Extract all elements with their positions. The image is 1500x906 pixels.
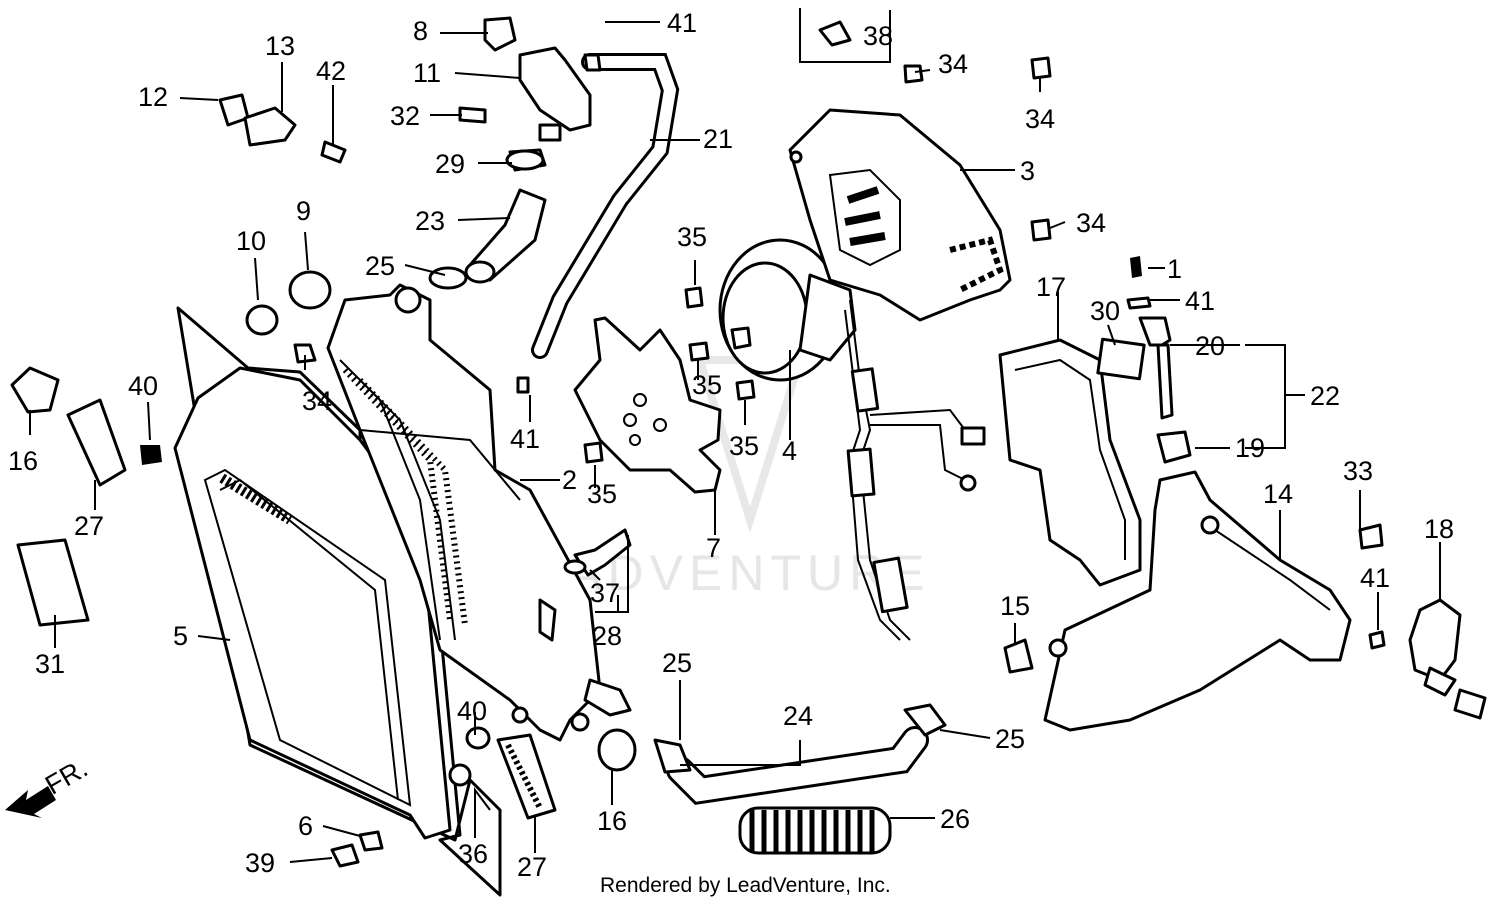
callout-1: 1 xyxy=(1167,254,1182,284)
callout-16-bottom: 16 xyxy=(597,806,627,836)
callout-31: 31 xyxy=(35,649,65,679)
fan-shroud xyxy=(788,108,1012,322)
callout-30: 30 xyxy=(1090,296,1120,326)
callout-42: 42 xyxy=(316,56,346,86)
fan-motor xyxy=(718,238,986,641)
callout-25-middle: 25 xyxy=(662,648,692,678)
callout-34-radiator: 34 xyxy=(302,386,332,416)
front-direction-arrow: FR. xyxy=(5,753,93,818)
reserve-tank xyxy=(1043,470,1352,732)
callout-27-left: 27 xyxy=(74,511,104,541)
callout-35-top: 35 xyxy=(677,222,707,252)
callout-8: 8 xyxy=(413,16,428,46)
hose-protector-spring xyxy=(738,806,892,855)
callout-33: 33 xyxy=(1343,456,1373,486)
callout-28: 28 xyxy=(592,621,622,651)
callout-25-right: 25 xyxy=(995,724,1025,754)
callout-34-top: 34 xyxy=(938,49,968,79)
callout-24: 24 xyxy=(783,701,813,731)
callout-15: 15 xyxy=(1000,591,1030,621)
callout-11: 11 xyxy=(413,58,441,88)
caution-label xyxy=(1096,337,1146,381)
callout-34-right: 34 xyxy=(1076,208,1106,238)
callout-37: 37 xyxy=(590,578,620,608)
callout-12: 12 xyxy=(138,82,168,112)
callout-41-siphon: 41 xyxy=(1185,286,1215,316)
callout-36: 36 xyxy=(458,839,488,869)
callout-19: 19 xyxy=(1235,433,1265,463)
callout-2: 2 xyxy=(562,465,577,495)
callout-35-middle: 35 xyxy=(692,370,722,400)
callout-41-tank: 41 xyxy=(1360,563,1390,593)
callout-10: 10 xyxy=(236,226,266,256)
callout-38: 38 xyxy=(863,21,893,51)
callout-32: 32 xyxy=(390,101,420,131)
radiator-upper-hose xyxy=(464,188,547,284)
callout-27-bottom: 27 xyxy=(517,852,547,882)
callout-25-top: 25 xyxy=(365,251,395,281)
callout-35-right: 35 xyxy=(729,431,759,461)
callout-18: 18 xyxy=(1424,514,1454,544)
callout-35-left: 35 xyxy=(587,479,617,509)
callout-labels: 1 2 3 4 5 6 7 8 9 10 11 12 13 14 15 16 1… xyxy=(8,8,1454,882)
callout-40-bottom: 40 xyxy=(457,696,487,726)
callout-14: 14 xyxy=(1263,479,1293,509)
callout-21: 21 xyxy=(703,124,733,154)
small-parts xyxy=(10,20,1386,868)
callout-23: 23 xyxy=(415,206,445,236)
callout-6: 6 xyxy=(298,811,313,841)
cooling-fan xyxy=(573,316,722,494)
reserve-tank-cap xyxy=(1408,598,1487,720)
siphon-tube xyxy=(1138,316,1192,464)
callout-41-top: 41 xyxy=(667,8,697,38)
callout-41-tube: 41 xyxy=(510,424,540,454)
callout-22: 22 xyxy=(1310,381,1340,411)
callout-3: 3 xyxy=(1020,156,1035,186)
callout-4: 4 xyxy=(782,436,797,466)
callout-40-left: 40 xyxy=(128,371,158,401)
callout-16-left: 16 xyxy=(8,446,38,476)
callout-7: 7 xyxy=(706,533,721,563)
callout-20: 20 xyxy=(1195,331,1225,361)
callout-5: 5 xyxy=(173,621,188,651)
footer-credit: Rendered by LeadVenture, Inc. xyxy=(600,874,891,897)
callout-26: 26 xyxy=(940,804,970,834)
callout-29: 29 xyxy=(435,149,465,179)
radiator-lower-hose xyxy=(666,726,929,805)
callout-13: 13 xyxy=(265,31,295,61)
radiator xyxy=(326,283,632,742)
reserve-tank-cover xyxy=(998,338,1142,587)
callout-34-upper-right: 34 xyxy=(1025,104,1055,134)
callout-9: 9 xyxy=(296,196,311,226)
callout-39: 39 xyxy=(245,848,275,878)
thermostat-housing xyxy=(483,16,592,172)
callout-17: 17 xyxy=(1036,272,1066,302)
overflow-tube xyxy=(531,53,680,359)
leader-lines xyxy=(29,8,1441,863)
